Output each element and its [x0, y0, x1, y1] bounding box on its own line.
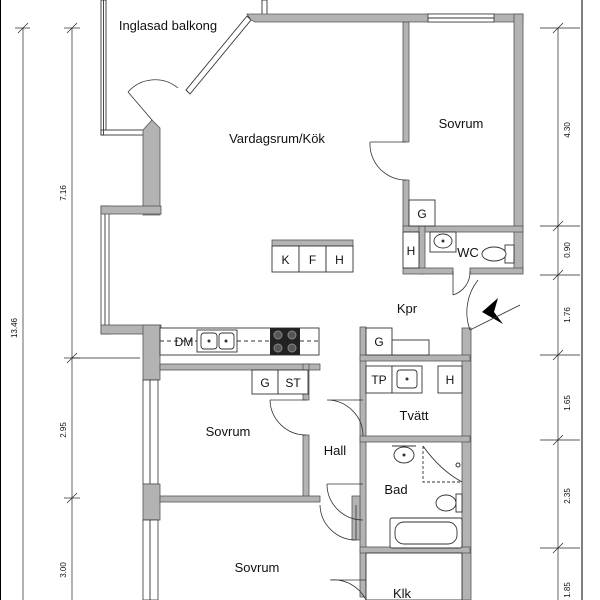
room-label-bedroom-top: Sovrum — [439, 116, 484, 131]
fixture-f: F — [309, 253, 316, 267]
fixture-g-top: G — [417, 207, 426, 221]
fixture-g-bed: G — [260, 376, 269, 390]
fixture-st: ST — [285, 376, 301, 390]
cabinet-h-wc — [402, 231, 420, 269]
wardrobe-st — [277, 369, 309, 395]
fixture-h-tvatt: H — [446, 373, 455, 387]
fixture-h-wc: H — [407, 244, 416, 258]
dim-right-1: 4.30 — [563, 122, 572, 138]
room-label-kpr: Kpr — [397, 301, 418, 316]
wc-sink — [429, 231, 457, 253]
room-label-bedroom-bottom: Sovrum — [235, 560, 280, 575]
exterior-walls — [100, 13, 524, 600]
bad-shower — [422, 445, 463, 483]
doors — [127, 79, 521, 600]
room-label-klk: Klk — [393, 586, 412, 600]
right-dimension-lines — [540, 22, 580, 600]
room-label-bad: Bad — [384, 482, 407, 497]
dim-left-mid: 2.95 — [59, 422, 68, 438]
wardrobe-g-kpr — [365, 327, 393, 356]
klk-closet — [365, 552, 463, 600]
bad-sink — [392, 445, 416, 464]
room-label-bedroom-mid: Sovrum — [206, 424, 251, 439]
cabinet-h-tvatt — [437, 365, 463, 394]
bad-bathtub — [389, 517, 463, 549]
wc-toilet — [481, 244, 515, 264]
dim-right-6: 1.85 — [563, 582, 572, 598]
room-label-living: Vardagsrum/Kök — [229, 131, 325, 146]
kpr-shelf — [391, 339, 430, 356]
dim-left-lower: 3.00 — [59, 562, 68, 578]
dim-left-upper: 7.16 — [59, 185, 68, 201]
wardrobe-g-top — [408, 199, 436, 227]
kitchen-island — [271, 239, 354, 273]
room-label-wc: WC — [457, 245, 479, 260]
dim-right-5: 2.35 — [563, 488, 572, 504]
entrance-arrow-icon — [482, 298, 503, 324]
fixture-h-island: H — [335, 253, 344, 267]
fixture-k: K — [281, 253, 289, 267]
wardrobe-g-bed — [251, 369, 279, 395]
dim-left-total: 13.46 — [10, 317, 19, 338]
fixture-tp: TP — [371, 373, 386, 387]
dim-right-2: 0.90 — [563, 242, 572, 258]
fixture-g-kpr: G — [374, 335, 383, 349]
dim-right-4: 1.65 — [563, 395, 572, 411]
kitchen-counter — [159, 327, 320, 356]
room-label-tvatt: Tvätt — [400, 408, 429, 423]
left-dimension-lines — [15, 22, 140, 600]
room-label-balcony: Inglasad balkong — [119, 18, 217, 33]
room-label-hall: Hall — [324, 443, 347, 458]
fixture-dm: DM — [175, 335, 194, 349]
bad-toilet — [435, 493, 463, 513]
dim-right-3: 1.76 — [563, 307, 572, 323]
tvatt-sink — [391, 365, 423, 394]
